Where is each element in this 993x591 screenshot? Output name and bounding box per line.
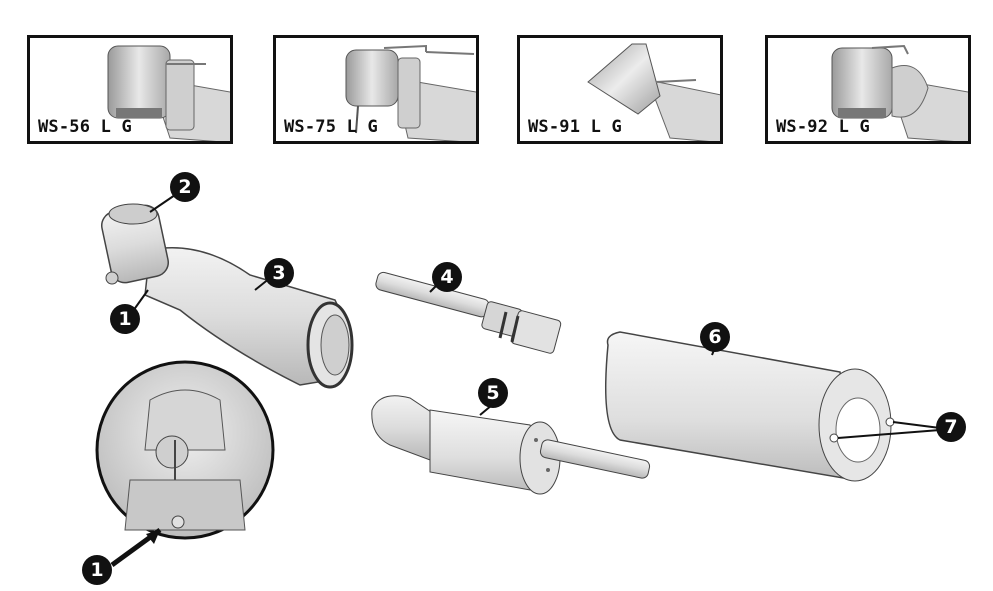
panel-label-ws56: WS-56 L G bbox=[38, 117, 132, 137]
sleeve-cylinder bbox=[604, 331, 941, 482]
callout-5: 5 bbox=[478, 378, 508, 408]
contra-angle-handpiece bbox=[101, 203, 354, 389]
handpiece-head-ws92-image bbox=[831, 44, 968, 141]
detail-magnifier bbox=[95, 360, 275, 568]
intermediate-gear-assembly bbox=[371, 395, 651, 495]
callout-1: 1 bbox=[110, 304, 140, 334]
panel-label-ws91: WS-91 L G bbox=[528, 117, 622, 137]
callout-3: 3 bbox=[264, 258, 294, 288]
panel-ws91: WS-91 L G bbox=[517, 35, 723, 144]
leader-2 bbox=[149, 194, 176, 213]
handpiece-head-ws91-image bbox=[587, 43, 720, 141]
panel-ws75: WS-75 L G bbox=[273, 35, 479, 144]
callout-2: 2 bbox=[170, 172, 200, 202]
panel-ws56: WS-56 L G bbox=[27, 35, 233, 144]
handpiece-head-ws56-image bbox=[107, 45, 230, 141]
panel-label-ws75: WS-75 L G bbox=[284, 117, 378, 137]
callout-1-detail: 1 bbox=[82, 555, 112, 585]
handpiece-head-ws75-image bbox=[345, 44, 476, 141]
callout-4: 4 bbox=[432, 262, 462, 292]
callout-7: 7 bbox=[936, 412, 966, 442]
drive-shaft bbox=[375, 271, 562, 354]
panel-label-ws92: WS-92 L G bbox=[776, 117, 870, 137]
callout-6: 6 bbox=[700, 322, 730, 352]
panel-ws92: WS-92 L G bbox=[765, 35, 971, 144]
